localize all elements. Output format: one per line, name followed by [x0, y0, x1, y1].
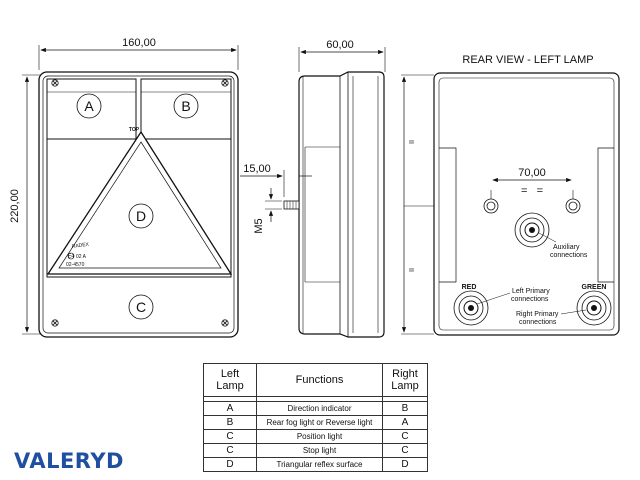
- stud-thread-label: M5: [253, 218, 265, 233]
- cable-connector-icon: [514, 212, 550, 248]
- header-functions: Functions: [256, 363, 383, 397]
- approval-mark-icon: [67, 252, 75, 260]
- height-dimension: 220,00: [9, 189, 21, 223]
- header-left-lamp: Left Lamp: [203, 363, 257, 397]
- brand-logo: VALERYD: [14, 449, 124, 473]
- rear-view: REAR VIEW - LEFT LAMP II II 70,00 = =: [401, 54, 620, 336]
- left-primary-line1: Left Primary: [512, 288, 550, 295]
- zone-a-label: A: [84, 98, 94, 114]
- side-housing: [298, 71, 385, 338]
- equal-marks: = =: [521, 185, 543, 197]
- parallel-mark-upper: II: [407, 140, 414, 144]
- zone-c-label: C: [136, 299, 146, 315]
- screw-icon: [221, 79, 229, 87]
- screw-icon: [51, 319, 59, 327]
- parallel-mark-lower: II: [407, 268, 414, 272]
- screw-icon: [51, 79, 59, 87]
- approval-code: 02 A: [76, 254, 87, 260]
- top-mark: TOP: [129, 127, 140, 133]
- front-view: 160,00 220,00 A B C TOP D RADEX E4 02: [9, 37, 239, 338]
- serial-mark: 02-4570: [66, 262, 85, 268]
- screw-icon: [221, 319, 229, 327]
- aux-label-line2: connections: [550, 252, 588, 259]
- red-label: RED: [462, 284, 477, 291]
- left-primary-line2: connections: [511, 296, 549, 303]
- header-right-lamp: Right Lamp: [382, 363, 428, 397]
- cable-connector-icon: [576, 290, 612, 326]
- hole-spacing-dimension: 70,00: [518, 167, 546, 179]
- maker-mark: RADEX: [71, 242, 90, 250]
- depth-dimension: 60,00: [326, 39, 354, 51]
- green-label: GREEN: [582, 284, 607, 291]
- side-view: 60,00 15,00 M5: [240, 39, 386, 338]
- zone-d-label: D: [136, 208, 146, 224]
- right-primary-line2: connections: [519, 319, 557, 326]
- rear-housing: [433, 72, 620, 336]
- reflex-triangle: [46, 130, 233, 275]
- width-dimension: 160,00: [122, 37, 156, 49]
- stud-offset-dimension: 15,00: [243, 163, 271, 175]
- cable-connector-icon: [453, 290, 489, 326]
- rear-view-title: REAR VIEW - LEFT LAMP: [462, 54, 593, 66]
- threaded-stud-icon: [283, 200, 300, 210]
- right-primary-line1: Right Primary: [516, 311, 559, 318]
- aux-label-line1: Auxiliary: [553, 244, 580, 251]
- approval-mark: E4: [68, 254, 74, 260]
- zone-b-label: B: [181, 98, 190, 114]
